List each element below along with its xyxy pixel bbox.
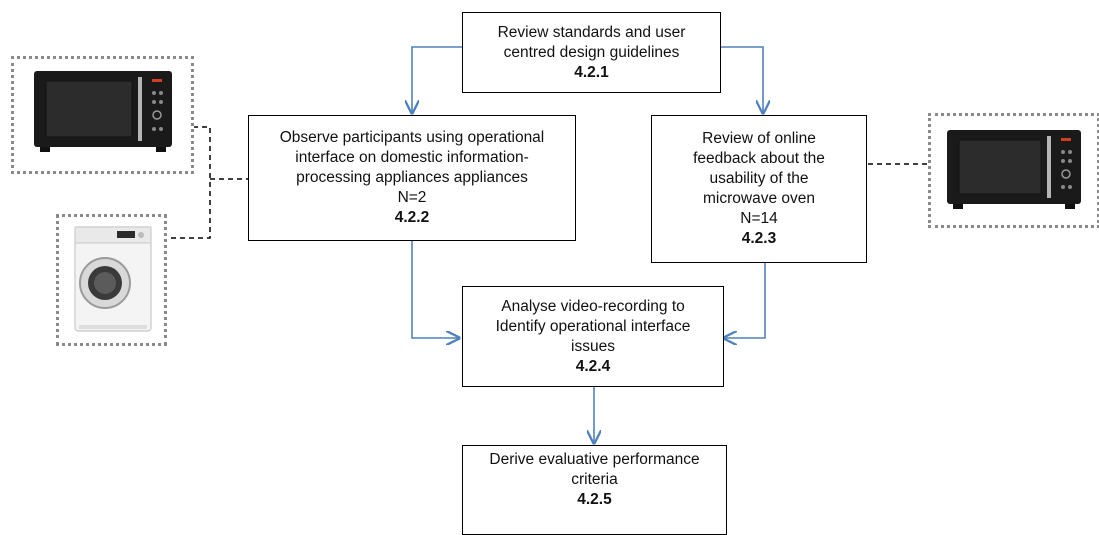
- step-box-4-2-4: Analyse video-recording to Identify oper…: [462, 286, 724, 387]
- microwave-image-left: [11, 56, 194, 174]
- microwave-image-right: [928, 113, 1099, 228]
- step-box-4-2-3: Review of online feedback about the usab…: [651, 115, 867, 263]
- step-text: N=14: [740, 210, 778, 227]
- step-number: 4.2.3: [741, 230, 777, 247]
- step-text: N=2: [397, 189, 427, 206]
- step-text: Review of online: [702, 130, 816, 147]
- step-text: Identify operational interface: [495, 317, 691, 335]
- arrow-b1-to-b3: [721, 46, 763, 113]
- step-text: feedback about the: [693, 150, 825, 167]
- step-text: Review standards and user: [497, 23, 686, 41]
- dashed-link-left-appliances: [167, 126, 211, 239]
- connector-layer: [167, 46, 928, 522]
- step-text: processing appliances appliances: [296, 169, 528, 186]
- step-number: 4.2.2: [394, 209, 430, 226]
- step-text: Observe participants using operational: [279, 129, 545, 146]
- step-box-4-2-5: Derive evaluative performance criteria 4…: [462, 445, 727, 535]
- microwave-oven-icon: [947, 130, 1081, 209]
- arrow-b1-to-b2: [412, 46, 462, 113]
- step-text: issues: [571, 337, 615, 355]
- microwave-oven-icon: [34, 71, 172, 152]
- step-text: Derive evaluative performance: [489, 451, 700, 468]
- step-text: criteria: [571, 471, 618, 488]
- washing-machine-icon: [74, 226, 152, 332]
- step-number: 4.2.1: [574, 63, 609, 81]
- step-number: 4.2.4: [575, 357, 611, 375]
- step-text: Analyse video-recording to: [501, 297, 685, 315]
- step-text: centred design guidelines: [503, 43, 680, 61]
- step-box-4-2-2: Observe participants using operational i…: [248, 115, 576, 241]
- step-number: 4.2.5: [577, 491, 612, 508]
- step-text: microwave oven: [703, 190, 815, 207]
- arrow-b2-to-b4: [411, 241, 459, 338]
- washing-machine-image-left: [56, 214, 167, 346]
- step-text: usability of the: [709, 170, 809, 187]
- step-text: interface on domestic information-: [295, 149, 529, 166]
- arrow-b3-to-b4: [724, 263, 766, 338]
- step-box-4-2-1: Review standards and user centred design…: [462, 12, 721, 93]
